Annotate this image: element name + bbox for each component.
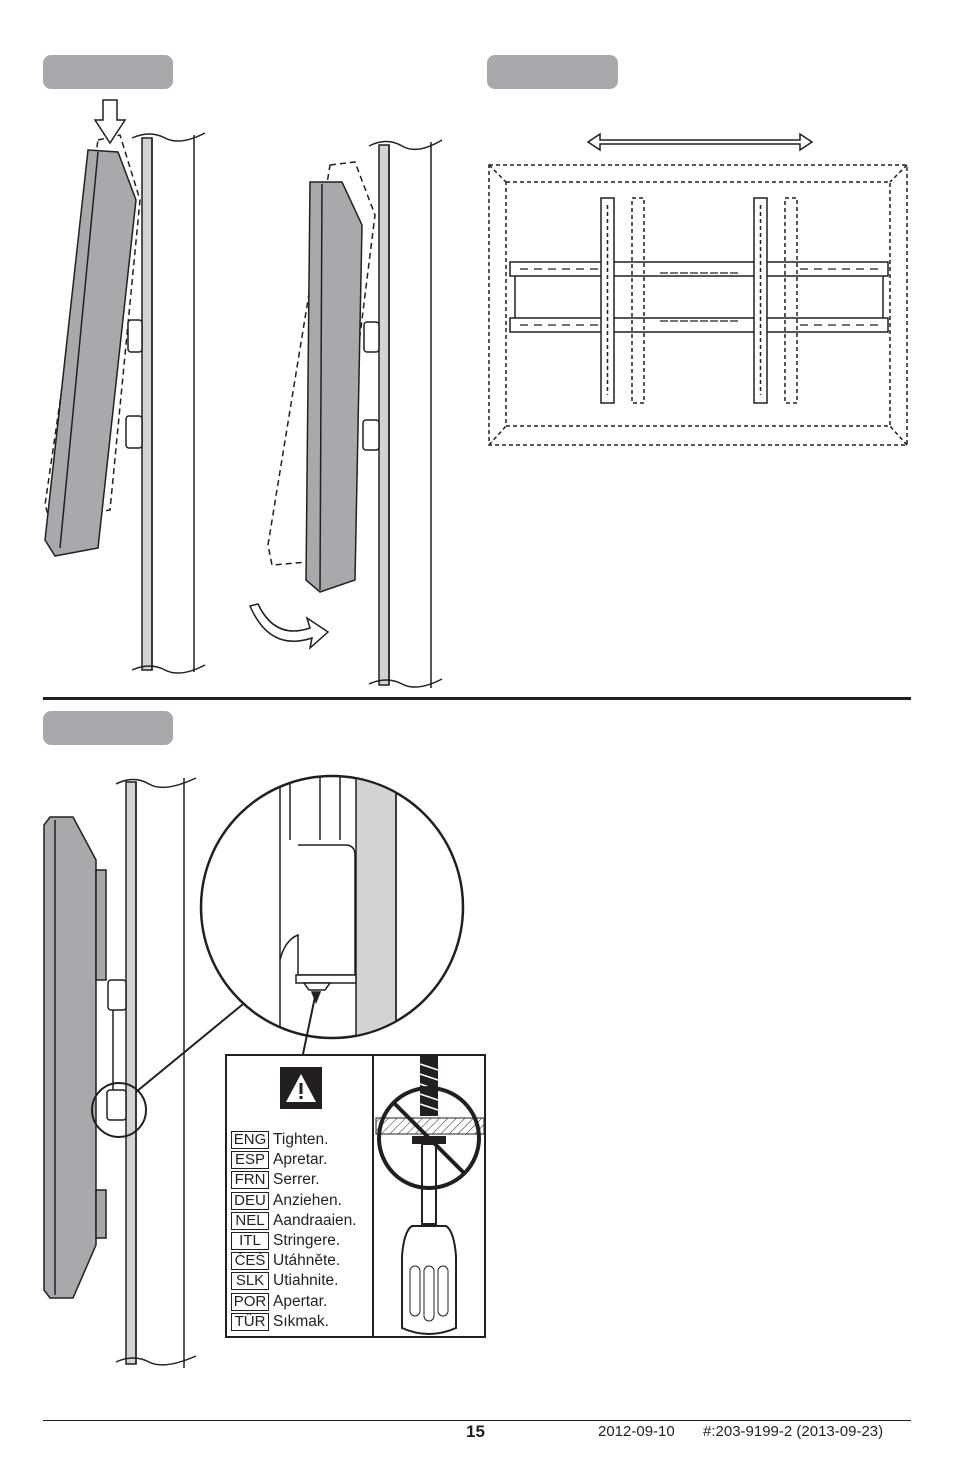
lang-text: Aandraaien.	[273, 1211, 357, 1229]
lang-code: ITL	[231, 1232, 269, 1251]
lang-code: ENG	[231, 1131, 269, 1150]
lang-text: Tighten.	[273, 1131, 329, 1149]
footer-rule	[43, 1420, 911, 1421]
figure-center-plate	[488, 132, 908, 446]
lang-code: DEU	[231, 1191, 269, 1210]
section-divider	[43, 697, 911, 700]
page-number: 15	[466, 1422, 485, 1441]
step-tab-b	[487, 55, 618, 89]
lang-text: Utiahnite.	[273, 1272, 339, 1290]
lang-text: Apretar.	[273, 1151, 328, 1169]
lang-text: Utáhněte.	[273, 1252, 341, 1270]
figure-tighten-screw	[43, 774, 465, 1368]
lang-text: Serrer.	[273, 1171, 320, 1189]
lang-code: POR	[231, 1292, 269, 1311]
lang-code: TÜR	[231, 1312, 269, 1331]
document-date: 2012-09-10	[598, 1423, 675, 1440]
document-id: #:203-9199-2 (2013-09-23)	[703, 1423, 884, 1440]
step-tab-a	[43, 55, 173, 89]
lang-text: Stringere.	[273, 1232, 341, 1250]
lang-text: Anziehen.	[273, 1191, 342, 1209]
warning-triangle-icon	[280, 1067, 322, 1109]
figure-tilt-tv	[248, 139, 443, 688]
lang-code: FRN	[231, 1171, 269, 1190]
no-overtighten-icon	[375, 1056, 485, 1335]
figure-hang-tv	[44, 99, 206, 674]
panel-divider	[372, 1056, 374, 1336]
step-tab-c	[43, 711, 173, 745]
lang-code: ČEŠ	[231, 1252, 269, 1271]
lang-text: Sıkmak.	[273, 1312, 329, 1330]
lang-text: Apertar.	[273, 1292, 328, 1310]
lang-code: SLK	[231, 1272, 269, 1291]
lang-code: ESP	[231, 1151, 269, 1170]
lang-code: NEL	[231, 1211, 269, 1230]
